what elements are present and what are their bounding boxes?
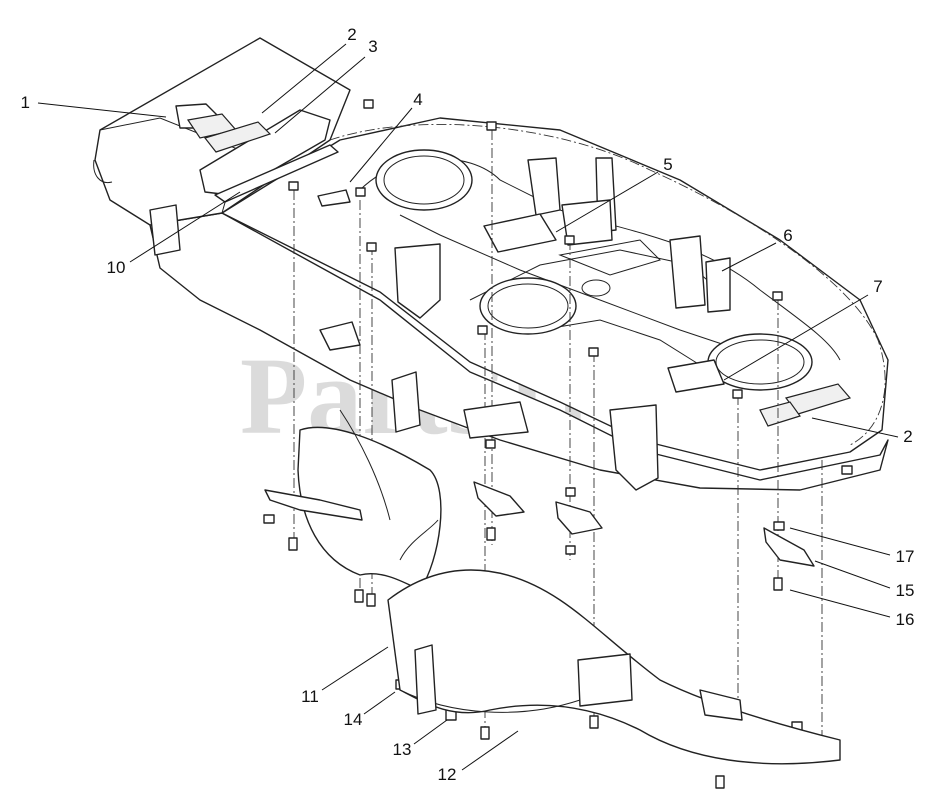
mower-deck-shell <box>93 37 889 491</box>
callout-leader-c4 <box>349 107 413 183</box>
callout-label-c2b: 2 <box>903 427 912 446</box>
callout-label-c4: 4 <box>413 90 422 109</box>
callout-leader-c2a <box>261 43 347 114</box>
callout-label-c7: 7 <box>873 277 882 296</box>
callout-leader-c15 <box>814 560 891 589</box>
callout-label-c14: 14 <box>344 710 363 729</box>
callout-label-c11: 11 <box>301 687 319 706</box>
callout-leader-c12 <box>461 730 519 771</box>
callout-leader-c6 <box>721 242 777 272</box>
callout-label-c10: 10 <box>107 258 126 277</box>
callout-leader-c10 <box>129 191 241 263</box>
callout-leader-c16 <box>789 589 891 618</box>
callout-label-c17: 17 <box>896 547 915 566</box>
callout-label-c1: 1 <box>21 93 30 112</box>
callout-label-c15: 15 <box>896 581 915 600</box>
callout-leader-c14 <box>363 691 396 715</box>
callout-leader-c7 <box>723 294 869 381</box>
callout-leader-c13 <box>413 719 448 745</box>
callout-leader-c11 <box>321 646 389 691</box>
callout-label-c6: 6 <box>783 226 792 245</box>
callout-leader-c1 <box>37 102 167 118</box>
callout-label-c3: 3 <box>368 37 377 56</box>
callout-label-c16: 16 <box>896 610 915 629</box>
callout-label-c2a: 2 <box>347 25 356 44</box>
callout-leader-c5 <box>555 171 659 233</box>
callout-leader-c2b <box>811 417 899 438</box>
callout-leader-c3 <box>274 56 366 134</box>
baffle-assembly <box>264 321 841 765</box>
callout-leader-c17 <box>789 527 891 556</box>
callout-label-c5: 5 <box>663 155 672 174</box>
callout-label-c13: 13 <box>393 740 412 759</box>
callout-label-c12: 12 <box>438 765 457 784</box>
